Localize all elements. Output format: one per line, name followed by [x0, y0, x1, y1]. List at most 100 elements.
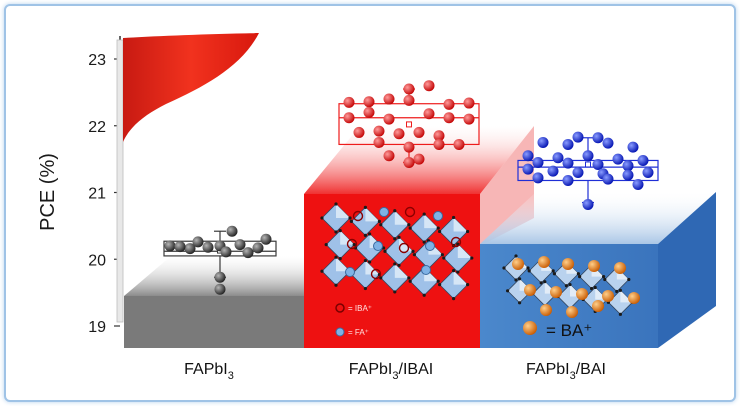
iodide [438, 283, 442, 287]
data-point [632, 178, 644, 190]
box-series-1 [338, 80, 480, 168]
data-point [353, 126, 365, 138]
data-point [552, 152, 564, 164]
octahedron-face [394, 263, 409, 278]
iodide [452, 215, 456, 220]
iodide [564, 284, 569, 288]
flag-icon [116, 33, 259, 323]
iodide [551, 269, 555, 273]
data-point [582, 199, 594, 211]
ibai-legend-fa: = FA⁺ [348, 328, 369, 337]
iodide [518, 301, 522, 305]
iodide [348, 216, 352, 220]
iba-ion [398, 242, 410, 254]
data-point [393, 128, 405, 140]
iodide [397, 235, 401, 239]
data-point [537, 136, 549, 148]
box-series-2 [517, 131, 659, 211]
octahedron-face [394, 210, 409, 225]
data-point [363, 96, 375, 108]
iodide [506, 289, 510, 293]
data-point [403, 156, 415, 168]
iba-ion [370, 268, 382, 280]
iodide [603, 277, 607, 282]
data-point [463, 97, 475, 109]
data-point [373, 125, 385, 137]
octahedron-face [453, 270, 468, 285]
fa-ion [379, 207, 389, 217]
iodide [456, 270, 460, 274]
iba-ion [352, 210, 364, 222]
iba-ion [346, 238, 358, 250]
iodide [576, 272, 581, 276]
data-point [532, 172, 544, 184]
iodide [502, 266, 506, 270]
iba-ion-icon [335, 303, 345, 313]
iodide [334, 202, 338, 206]
data-point [592, 158, 604, 170]
iodide [393, 290, 397, 294]
data-point [242, 247, 254, 259]
ba-ion-icon [523, 321, 537, 335]
fa-ion [345, 267, 355, 277]
iodide [552, 272, 557, 276]
data-point [582, 150, 594, 162]
iba-ion [450, 236, 462, 248]
box-plots [163, 80, 659, 295]
x-axis-labels: FAPbI3 FAPbI3/IBAI FAPbI3/BAI [184, 361, 606, 382]
y-tick-label: 19 [88, 319, 106, 336]
data-point [174, 241, 186, 253]
y-tick-label: 22 [88, 119, 106, 136]
iodide [349, 219, 353, 223]
ba-ion [576, 288, 588, 300]
octahedron-face [336, 257, 350, 272]
ba-ion [540, 304, 552, 316]
iodide [397, 263, 401, 267]
iodide [514, 278, 518, 282]
iodide [368, 232, 372, 236]
iodide [363, 233, 367, 237]
iodide [393, 237, 397, 241]
iodide [436, 279, 440, 283]
data-point [423, 108, 435, 120]
iodide [334, 255, 338, 259]
ba-ion [588, 260, 600, 272]
data-point [403, 141, 415, 153]
iodide [526, 266, 530, 270]
ba-ion [566, 306, 578, 318]
iodide [324, 243, 328, 247]
data-point [612, 153, 624, 165]
iodide [407, 276, 411, 280]
iodide [320, 269, 324, 273]
data-point [622, 160, 634, 172]
data-point [622, 169, 634, 181]
data-point [602, 173, 614, 185]
data-point [453, 138, 465, 150]
iodide [615, 289, 619, 294]
data-point [363, 106, 375, 118]
iodide [514, 254, 518, 258]
data-point [433, 138, 445, 150]
iodide [334, 283, 338, 287]
octahedron-face [340, 230, 355, 245]
data-point [522, 163, 534, 175]
data-point [547, 165, 559, 177]
ba-ion [602, 290, 614, 302]
box-mean [406, 121, 412, 128]
iodide [408, 279, 412, 283]
bai-crystal-structure [502, 254, 640, 318]
iodide [412, 253, 416, 257]
fa-ion [421, 265, 431, 275]
data-point [443, 98, 455, 110]
iodide [338, 257, 342, 261]
iodide [438, 229, 442, 234]
iodide [363, 286, 367, 291]
iodide [466, 229, 470, 234]
y-tick-label: 20 [88, 252, 106, 269]
iodide [518, 277, 522, 281]
ba-ion [550, 286, 562, 298]
iodide [363, 258, 367, 263]
data-point [343, 112, 355, 124]
data-point [562, 174, 574, 186]
